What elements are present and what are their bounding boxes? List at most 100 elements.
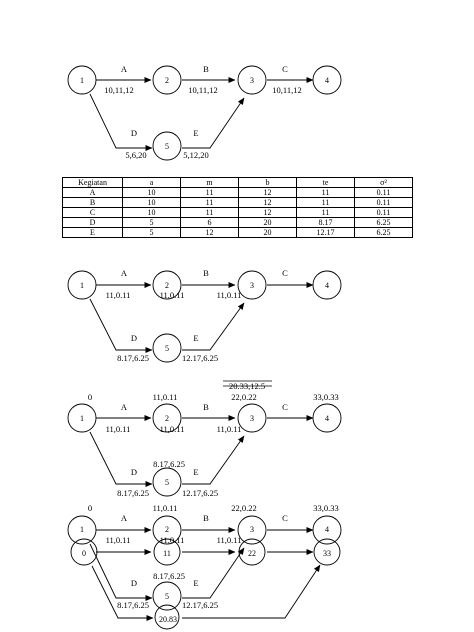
edge-e — [182, 547, 245, 599]
cell: 10 — [122, 187, 181, 198]
edge-b-label: B — [203, 64, 209, 74]
cell: B — [62, 197, 123, 208]
edge-b-value: 11,0.11 — [160, 424, 185, 434]
edge-e — [182, 97, 245, 149]
header-b: b — [238, 177, 297, 188]
node-3-latest-value: 22 — [248, 549, 256, 558]
node-2-latest-value: 11 — [163, 549, 171, 558]
cell: 0.11 — [354, 207, 413, 218]
cell: 10 — [122, 207, 181, 218]
header-m: m — [180, 177, 239, 188]
edge-d-value: 8.17,6.25 — [117, 488, 149, 498]
cell: 6.25 — [354, 227, 413, 238]
node-4-latest-value: 33 — [323, 549, 331, 558]
node-5 — [152, 131, 182, 161]
node-3 — [237, 515, 267, 545]
edge-c-label: C — [282, 513, 288, 523]
node-2-latest — [153, 538, 181, 566]
node-1 — [67, 403, 97, 433]
node-3-label: 3 — [250, 525, 254, 534]
edge-d-label: D — [131, 333, 137, 343]
edge-a-value: 11,0.11 — [106, 290, 131, 300]
node-3-time: 22,0.22 — [231, 503, 257, 513]
cell: 20 — [238, 217, 297, 228]
edge-b-label: B — [203, 513, 209, 523]
edge-e-lower — [182, 564, 321, 619]
edge-a-label: A — [121, 64, 128, 74]
cell: 12.17 — [296, 227, 355, 238]
edge-a-label: A — [121, 402, 128, 412]
edge-d-lower — [91, 565, 154, 621]
node-5 — [152, 581, 182, 611]
edge-e-label: E — [193, 467, 198, 477]
node-3-time: 22,0.22 — [231, 392, 257, 402]
edge-d — [89, 431, 153, 487]
edge-c-label: C — [282, 64, 288, 74]
node-4-label: 4 — [325, 281, 329, 290]
node-3-latest — [238, 538, 266, 566]
cell: 11 — [296, 187, 355, 198]
node-3 — [237, 270, 267, 300]
node-2-label: 2 — [165, 414, 169, 423]
node-2-label: 2 — [165, 525, 169, 534]
diagram-4: 1 2 3 4 5 0 11 22 33 20.83 0 11,0.11 22,… — [67, 503, 342, 630]
edge-c-value: 11,0.11 — [217, 424, 242, 434]
edge-b-value: 10,11,12 — [188, 85, 217, 95]
node-1-latest — [70, 538, 98, 566]
edge-a-label: A — [121, 268, 128, 278]
edge-e-value: 5,12,20 — [183, 150, 209, 160]
node-5-time: 8.17,6.25 — [153, 571, 185, 581]
edge-e-value: 12.17,6.25 — [182, 353, 218, 363]
node-1-label: 1 — [80, 525, 84, 534]
edge-e-label: E — [193, 578, 198, 588]
cell: 11 — [180, 197, 239, 208]
node-4-label: 4 — [325, 76, 329, 85]
cell: C — [62, 207, 123, 218]
node-5-latest-value: 20.83 — [159, 615, 177, 624]
edge-c-value: 10,11,12 — [272, 85, 301, 95]
edge-e-label: E — [193, 333, 198, 343]
cell: 5 — [122, 217, 181, 228]
node-5 — [152, 467, 182, 497]
node-4 — [312, 65, 342, 95]
node-2 — [152, 270, 182, 300]
cell: 0.11 — [354, 197, 413, 208]
node-3-label: 3 — [250, 414, 254, 423]
node-1-latest-value: 0 — [82, 549, 86, 558]
cell: 8.17 — [296, 217, 355, 228]
edge-a-value: 11,0.11 — [106, 424, 131, 434]
node-1 — [67, 515, 97, 545]
node-1-label: 1 — [80, 281, 84, 290]
cell: 12 — [238, 187, 297, 198]
edge-c-label: C — [282, 402, 288, 412]
edge-b2-value: 11,0.11 — [217, 535, 242, 545]
cell: 10 — [122, 197, 181, 208]
cell: 12 — [238, 207, 297, 218]
activity-table: Kegiatan a m b te σ² A 10 11 12 11 0.11 … — [62, 177, 413, 238]
edge-d-label: D — [131, 128, 137, 138]
table-row: A 10 11 12 11 0.11 — [62, 187, 413, 198]
node-4 — [312, 403, 342, 433]
table-row: B 10 11 12 11 0.11 — [62, 197, 413, 208]
cell: 6 — [180, 217, 239, 228]
activity-table-wrap: Kegiatan a m b te σ² A 10 11 12 11 0.11 … — [62, 177, 413, 238]
cell: 11 — [180, 207, 239, 218]
node-3-label: 3 — [250, 281, 254, 290]
node-4-time: 33,0.33 — [313, 392, 339, 402]
node-3 — [237, 65, 267, 95]
edge-d-value: 5,6,20 — [125, 150, 146, 160]
node-5-label: 5 — [165, 142, 169, 151]
edge-b-label: B — [203, 268, 209, 278]
edge-d-label: D — [131, 578, 137, 588]
diagram-1: 1 2 3 4 5 A 10,11,12 B 10,11,12 C 10,11,… — [67, 64, 342, 161]
node-2 — [152, 515, 182, 545]
edge-d-label: D — [131, 467, 137, 477]
header-variance: σ² — [354, 177, 413, 188]
edge-b-value: 11,0.11 — [160, 290, 185, 300]
node-2-label: 2 — [165, 76, 169, 85]
node-5-latest — [154, 604, 180, 630]
node-1 — [67, 65, 97, 95]
header-te: te — [296, 177, 355, 188]
node-4 — [312, 515, 342, 545]
